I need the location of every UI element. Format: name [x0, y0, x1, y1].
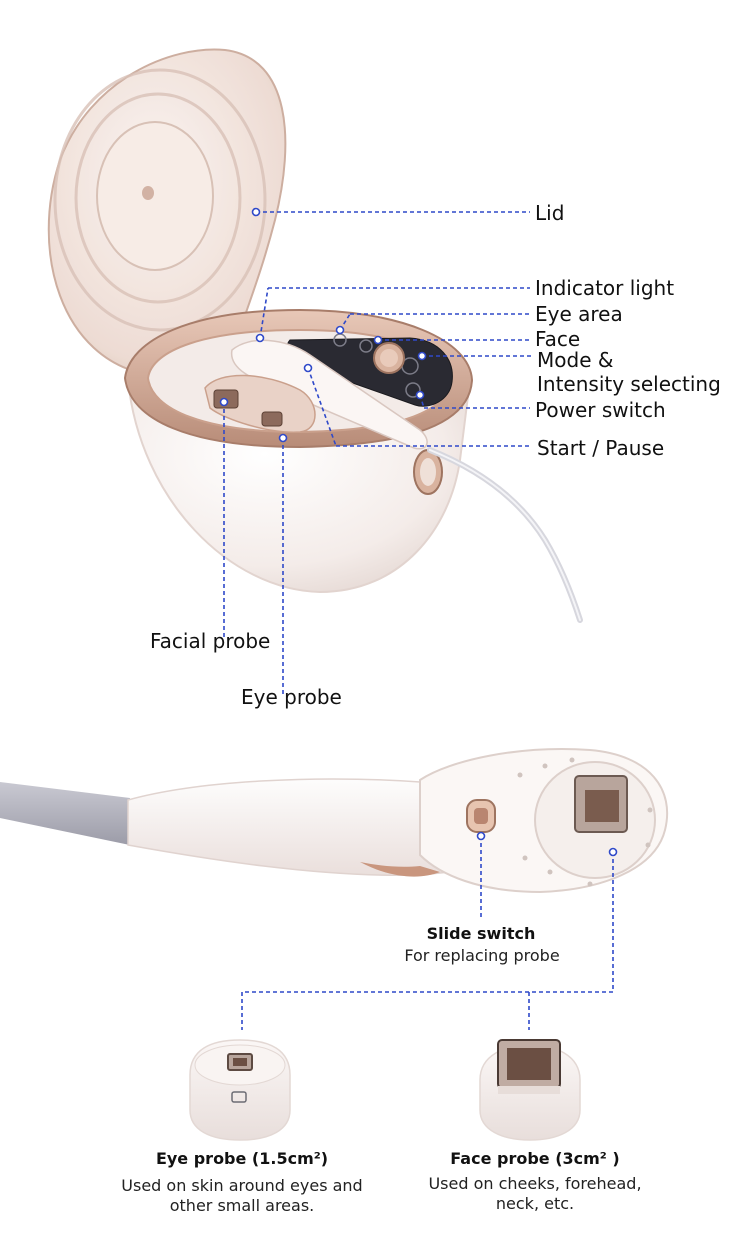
label-mode-line2: Intensity selecting — [537, 372, 721, 396]
label-facial-probe: Facial probe — [150, 629, 271, 653]
face-probe-desc: Used on cheeks, forehead, neck, etc. — [405, 1174, 665, 1214]
face-probe-image — [479, 1039, 581, 1141]
face-probe-desc-line2: neck, etc. — [495, 1194, 575, 1213]
label-eye-area: Eye area — [535, 302, 623, 326]
face-probe-desc-line1: Used on cheeks, forehead, — [428, 1174, 642, 1193]
eye-probe-desc-line2: other small areas. — [169, 1196, 315, 1215]
handpiece-cord — [0, 782, 130, 845]
eye-probe-image — [189, 1039, 291, 1141]
eye-probe-title: Eye probe (1.5cm²) — [155, 1149, 329, 1168]
label-power-switch: Power switch — [535, 398, 666, 422]
label-eye-probe: Eye probe — [241, 685, 342, 709]
eye-probe-desc: Used on skin around eyes and other small… — [102, 1176, 382, 1216]
device-body — [123, 308, 474, 594]
device-image — [47, 48, 583, 623]
label-indicator-light: Indicator light — [535, 276, 675, 300]
label-lid: Lid — [535, 201, 565, 225]
label-face: Face — [535, 327, 581, 351]
device-callouts — [223, 211, 532, 696]
device-callout-dots — [219, 207, 427, 443]
device-lid — [47, 48, 287, 377]
slide-switch-title: Slide switch — [426, 924, 536, 943]
handpiece-image — [0, 748, 669, 894]
handpiece-callouts — [241, 836, 614, 1030]
face-probe-title: Face probe (3cm² ) — [450, 1149, 620, 1168]
handpiece-callout-dots — [476, 831, 618, 857]
slide-switch-desc: For replacing probe — [404, 946, 560, 965]
label-start-pause: Start / Pause — [537, 436, 665, 460]
label-mode-line1: Mode & — [537, 348, 614, 372]
eye-probe-desc-line1: Used on skin around eyes and — [121, 1176, 363, 1195]
